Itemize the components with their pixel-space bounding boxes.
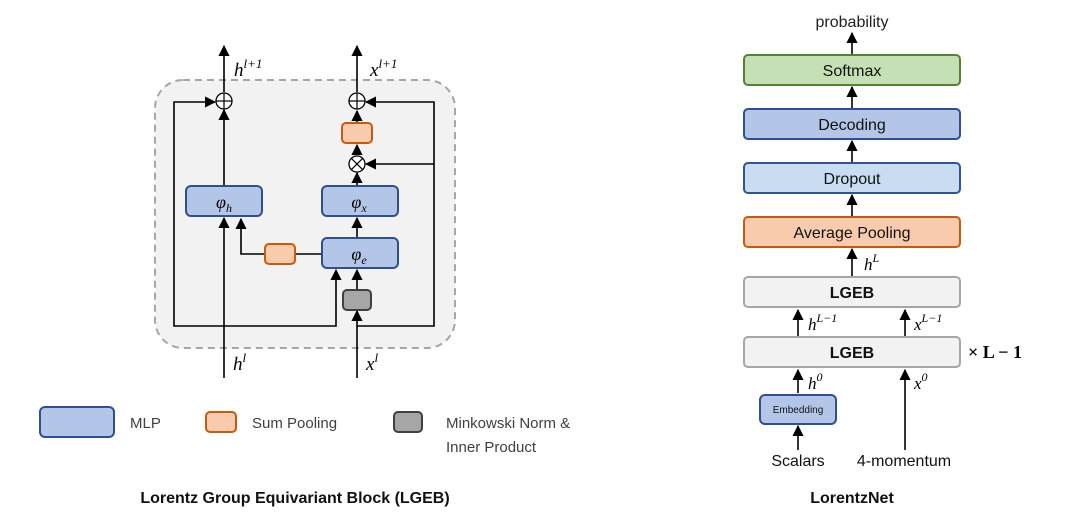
lgeb-bottom-box [743,336,961,368]
x-output-label: xl+1 [369,56,397,81]
legend: MLP Sum Pooling Minkowski Norm & Inner P… [39,406,570,456]
svg-text:φe: φe [351,244,367,267]
probability-label: probability [816,14,889,31]
legend-mlp-swatch [39,406,115,438]
x-sum-pooling [341,122,373,144]
legend-mlp-label: MLP [130,415,161,432]
lgeb-top-box [743,276,961,308]
h-plus-operator [215,92,233,110]
scalars-label: Scalars [771,453,824,470]
svg-text:φh: φh [216,192,232,215]
x-plus-operator [348,92,366,110]
hL-label: hL [864,251,880,274]
svg-text:φx: φx [351,192,367,215]
dropout-box [743,162,961,194]
phi-h-mlp: φh [185,185,263,217]
repeat-label: × L − 1 [968,342,1022,362]
lgeb-block: φh φx φe [154,44,456,378]
xL1-label: xL−1 [913,311,942,334]
times-operator [348,155,366,173]
x-residual-line [357,96,435,327]
x0-label: x0 [913,370,928,393]
phi-h-base: φ [216,192,226,212]
edgepool-to-phih-line [235,217,265,255]
h-residual-line [173,96,224,327]
phi-e-mlp: φe [321,237,399,269]
lgeb-bottom-label: LGEB [830,345,874,362]
phi-e-base: φ [351,244,361,264]
embedding-box [759,394,837,425]
decoding-box [743,108,961,140]
phi-h-sub: h [226,201,232,215]
momentum-label: 4-momentum [857,453,951,470]
legend-norm-label-line1: Minkowski Norm & [446,415,570,432]
softmax-label: Softmax [823,63,882,80]
lorentznet-arrows [792,31,911,450]
lgeb-connections [173,44,435,378]
lgeb-caption: Lorentz Group Equivariant Block (LGEB) [140,490,449,507]
phi-x-sub: x [360,201,367,215]
average-pooling-box [743,216,961,248]
h-to-phie-line [224,268,342,327]
lgeb-top-label: LGEB [830,285,874,302]
lorentznet: probability Softmax Decoding Dropout Ave… [743,14,1022,470]
decoding-label: Decoding [818,117,886,134]
lgeb-background [154,79,456,349]
softmax-box [743,54,961,86]
hL1-label: hL−1 [808,311,837,334]
legend-sum-pooling-label: Sum Pooling [252,415,337,432]
embedding-label: Embedding [773,405,824,416]
legend-norm-swatch [393,411,423,433]
legend-norm-label-line2: Inner Product [446,439,537,456]
phi-x-base: φ [351,192,361,212]
h0-label: h0 [808,370,823,393]
x-input-label: xl [365,350,378,375]
phi-e-sub: e [361,253,367,267]
h-output-label: hl+1 [234,56,262,81]
edge-sum-pooling [264,243,296,265]
h-input-label: hl [233,350,247,375]
legend-sum-pooling-swatch [205,411,237,433]
lorentznet-caption: LorentzNet [810,490,894,507]
dropout-label: Dropout [824,171,881,188]
phi-x-mlp: φx [321,185,399,217]
average-pooling-label: Average Pooling [793,225,910,242]
minkowski-norm-box [342,289,372,311]
